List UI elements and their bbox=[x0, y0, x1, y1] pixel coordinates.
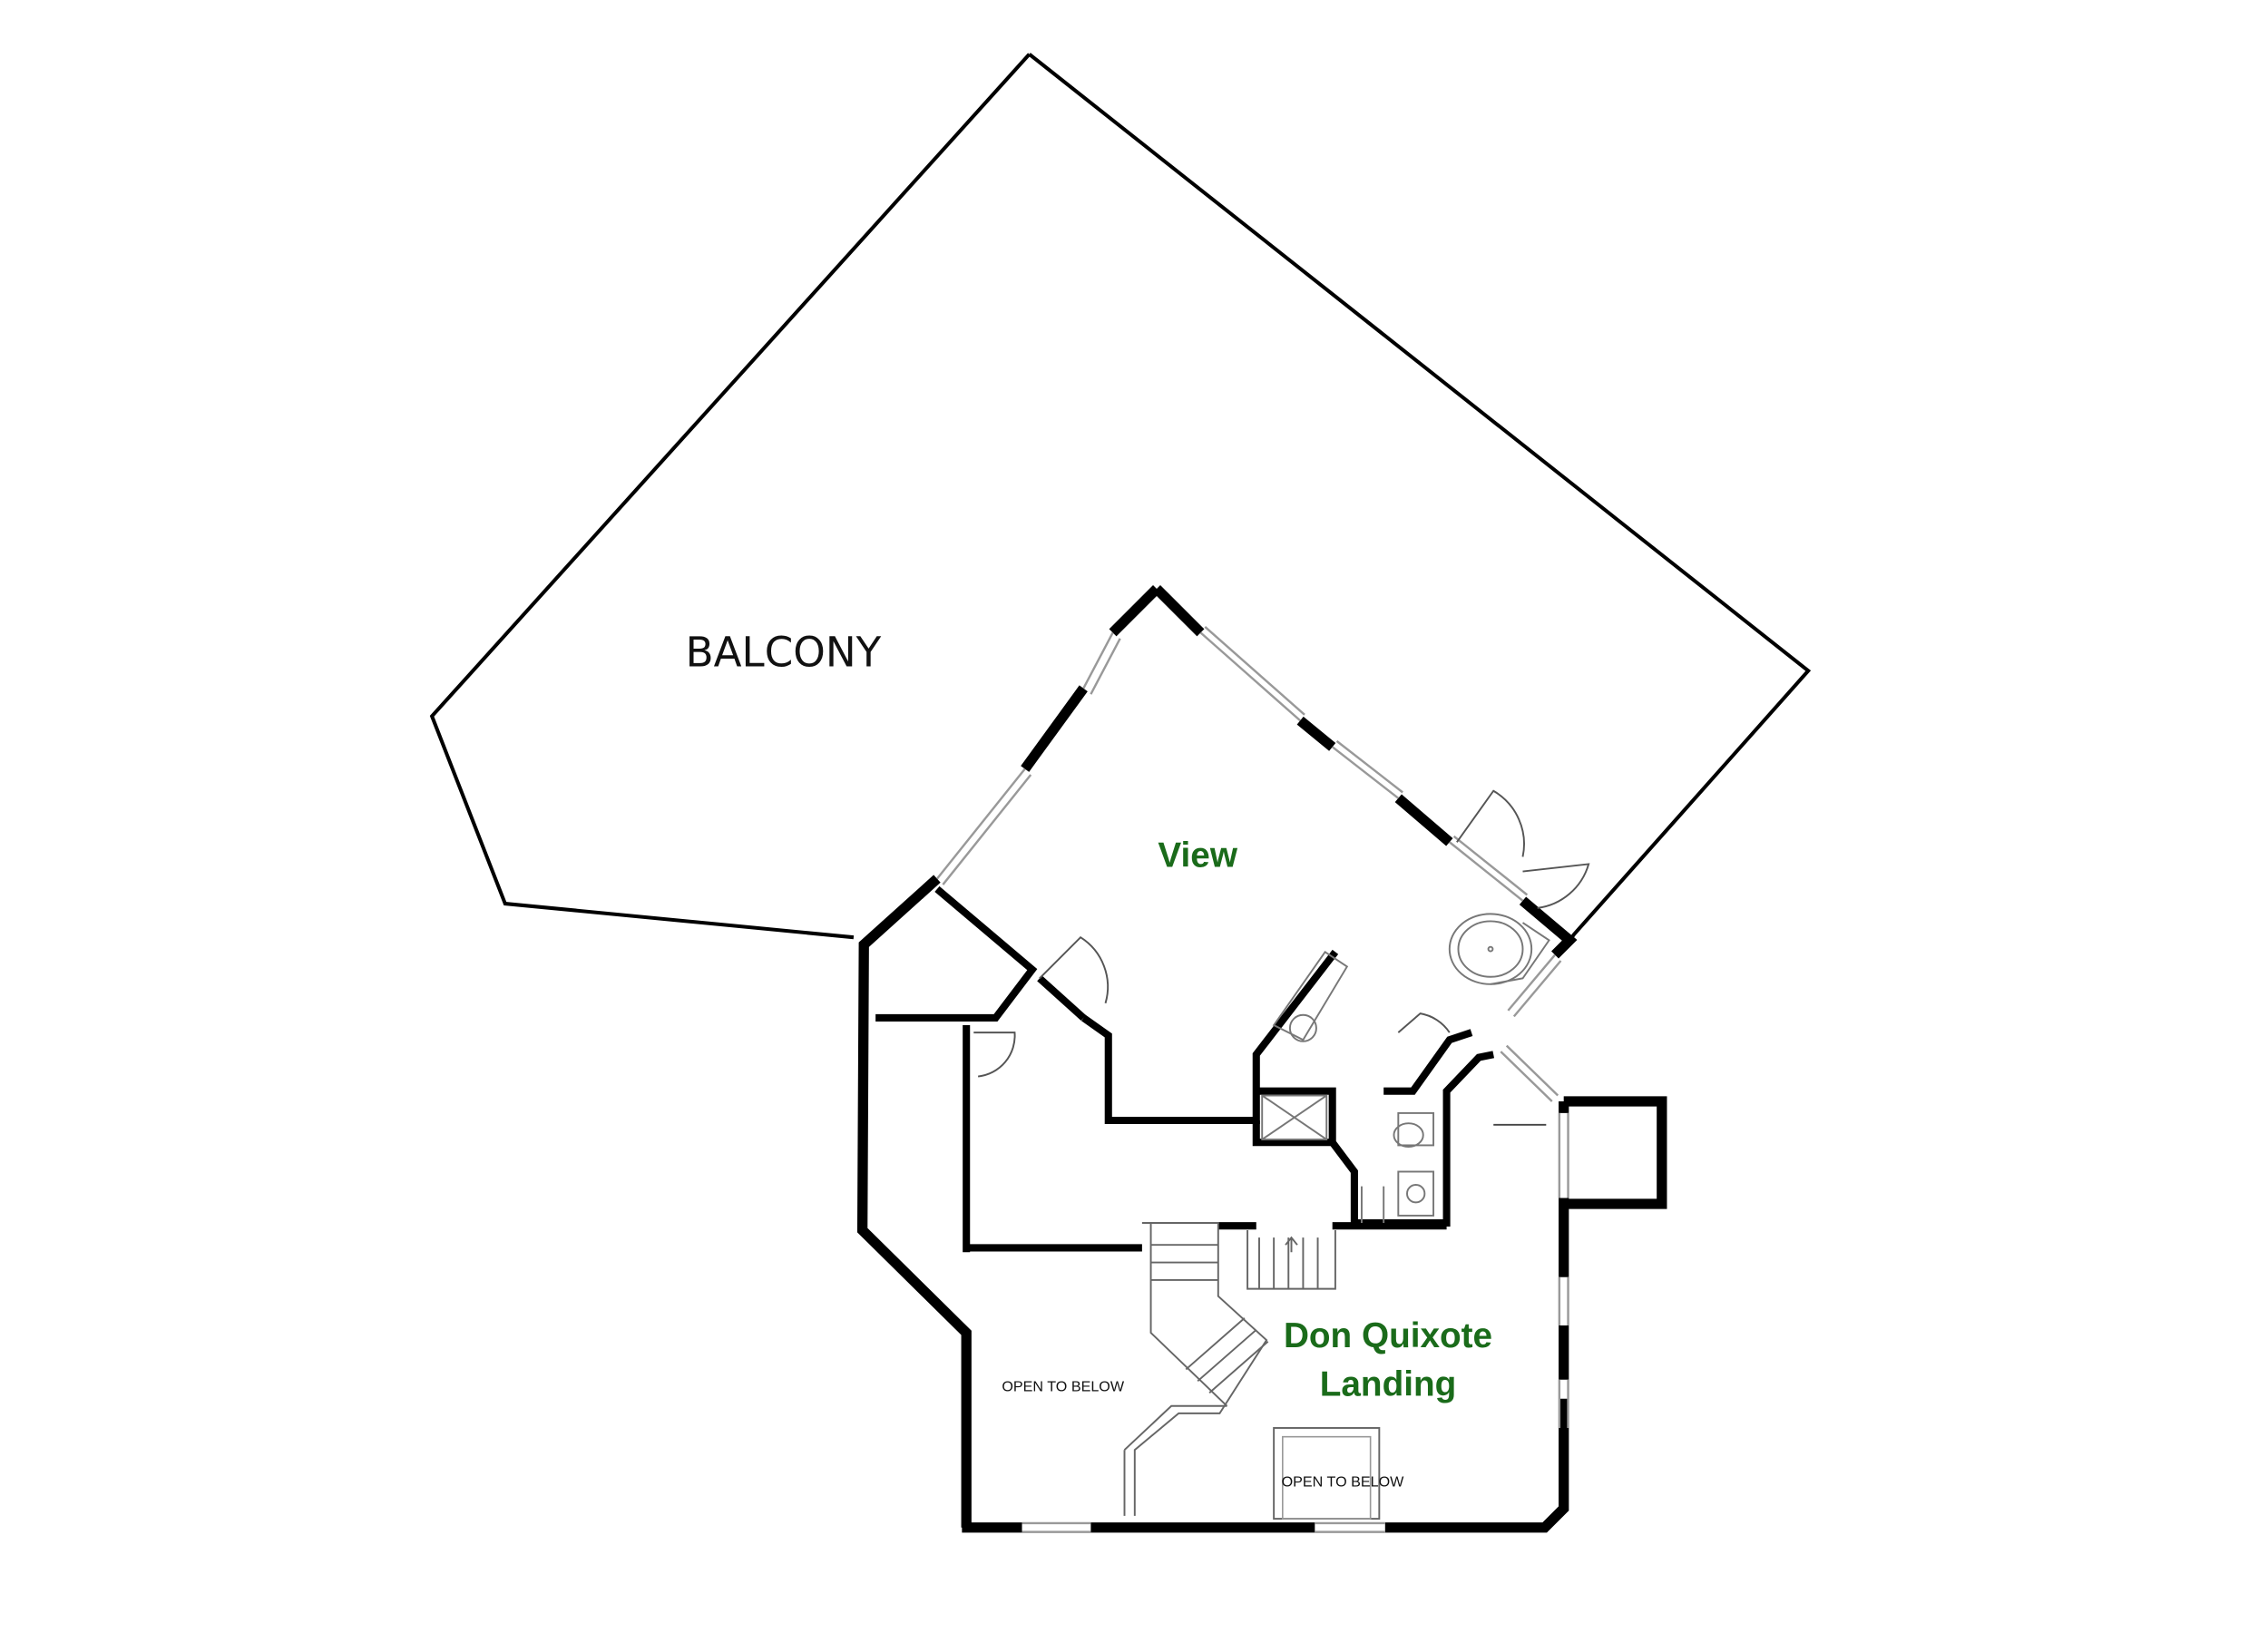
door-swings bbox=[973, 789, 1590, 1078]
exterior-walls bbox=[856, 584, 1667, 1533]
balcony-label: BALCONY bbox=[686, 629, 882, 677]
interior-walls bbox=[875, 885, 1495, 1253]
fixtures bbox=[1261, 913, 1550, 1223]
open-to-below-right: OPEN TO BELOW bbox=[1282, 1474, 1404, 1491]
room-label-view: View bbox=[1158, 836, 1237, 875]
open-to-below-left: OPEN TO BELOW bbox=[1002, 1379, 1124, 1395]
room-label-landing-line2: Landing bbox=[1320, 1364, 1457, 1403]
room-label-landing-line1: Don Quixote bbox=[1284, 1316, 1492, 1355]
windows bbox=[935, 626, 1569, 1533]
staircase bbox=[1123, 1222, 1336, 1516]
